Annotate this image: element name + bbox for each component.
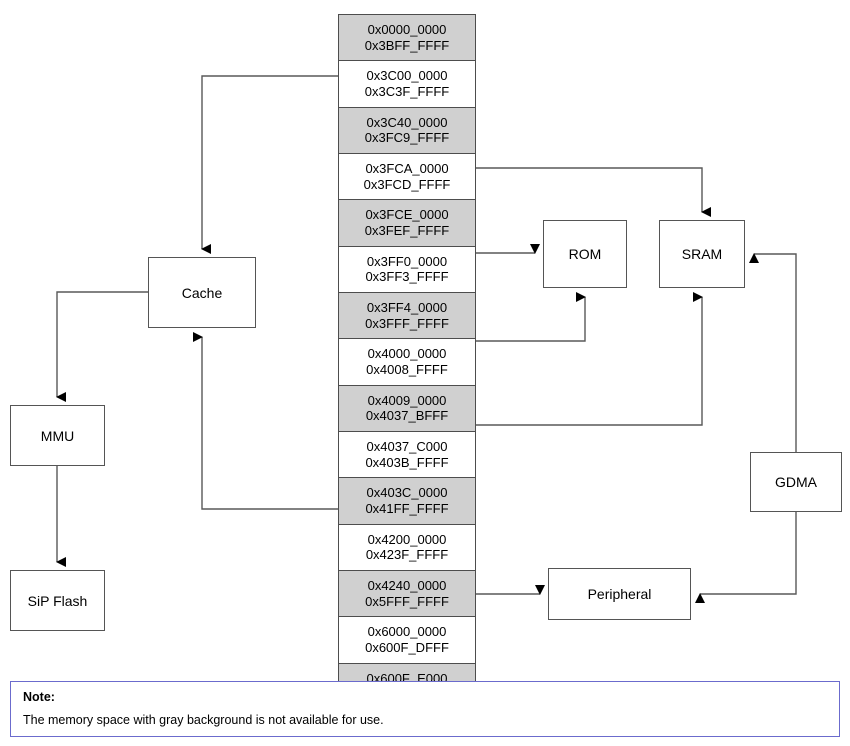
note-text: The memory space with gray background is… <box>23 713 384 727</box>
block-cache-label: Cache <box>181 284 223 301</box>
address-end: 0x423F_FFFF <box>365 547 449 563</box>
block-cache[interactable]: Cache <box>148 257 256 328</box>
block-sip-flash-label: SiP Flash <box>27 592 88 609</box>
address-start: 0x403C_0000 <box>366 485 448 501</box>
address-end: 0x41FF_FFFF <box>365 501 449 517</box>
address-start: 0x3FCA_0000 <box>365 160 449 176</box>
block-mmu[interactable]: MMU <box>10 405 105 466</box>
wire-gdma-to-peripheral <box>695 512 797 603</box>
address-start: 0x4037_C000 <box>366 438 448 454</box>
address-start: 0x0000_0000 <box>367 21 447 37</box>
wire-cache-to-mmu <box>56 291 148 402</box>
address-start: 0x3FF4_0000 <box>366 299 448 315</box>
address-end: 0x5FFF_FFFF <box>365 593 449 609</box>
address-start: 0x4240_0000 <box>367 577 447 593</box>
address-end: 0x3FC9_FFFF <box>364 130 450 146</box>
wire-flash-region-to-cache <box>201 75 338 254</box>
block-mmu-label: MMU <box>40 427 75 444</box>
wire-rom-alias-region-to-rom <box>476 292 586 342</box>
block-rom-label: ROM <box>568 246 602 262</box>
address-end: 0x3FF3_FFFF <box>365 269 449 285</box>
block-peripheral-label: Peripheral <box>587 586 652 602</box>
address-end: 0x3FCD_FFFF <box>363 176 451 192</box>
address-end: 0x3FEF_FFFF <box>364 223 450 239</box>
address-start: 0x4200_0000 <box>367 531 447 547</box>
block-peripheral[interactable]: Peripheral <box>548 568 691 620</box>
address-end: 0x403B_FFFF <box>365 454 449 470</box>
block-sip-flash[interactable]: SiP Flash <box>10 570 105 631</box>
address-start: 0x4000_0000 <box>367 346 447 362</box>
address-end: 0x600F_DFFF <box>365 640 449 656</box>
address-end: 0x3C3F_FFFF <box>364 84 450 100</box>
wire-gdma-to-sram <box>749 253 797 452</box>
address-end: 0x4008_FFFF <box>366 362 448 378</box>
wire-sram-region-to-sram <box>476 167 711 217</box>
address-start: 0x6000_0000 <box>367 624 447 640</box>
note-box: Note: The memory space with gray backgro… <box>10 681 840 737</box>
note-title: Note: <box>23 690 55 704</box>
block-rom[interactable]: ROM <box>543 220 627 288</box>
address-end: 0x3BFF_FFFF <box>364 37 450 53</box>
address-start: 0x3FCE_0000 <box>365 207 449 223</box>
address-start: 0x4009_0000 <box>367 392 447 408</box>
wire-sram-alias-region-to-sram <box>476 292 703 426</box>
block-sram[interactable]: SRAM <box>659 220 745 288</box>
address-end: 0x3FFF_FFFF <box>365 315 449 331</box>
block-sram-label: SRAM <box>681 246 723 262</box>
wire-psram-region-to-cache <box>193 332 338 510</box>
address-start: 0x3C00_0000 <box>366 68 448 84</box>
block-gdma[interactable]: GDMA <box>750 452 842 512</box>
block-gdma-label: GDMA <box>775 474 817 490</box>
address-start: 0x3FF0_0000 <box>366 253 448 269</box>
address-start: 0x3C40_0000 <box>366 114 448 130</box>
address-end: 0x4037_BFFF <box>365 408 449 424</box>
